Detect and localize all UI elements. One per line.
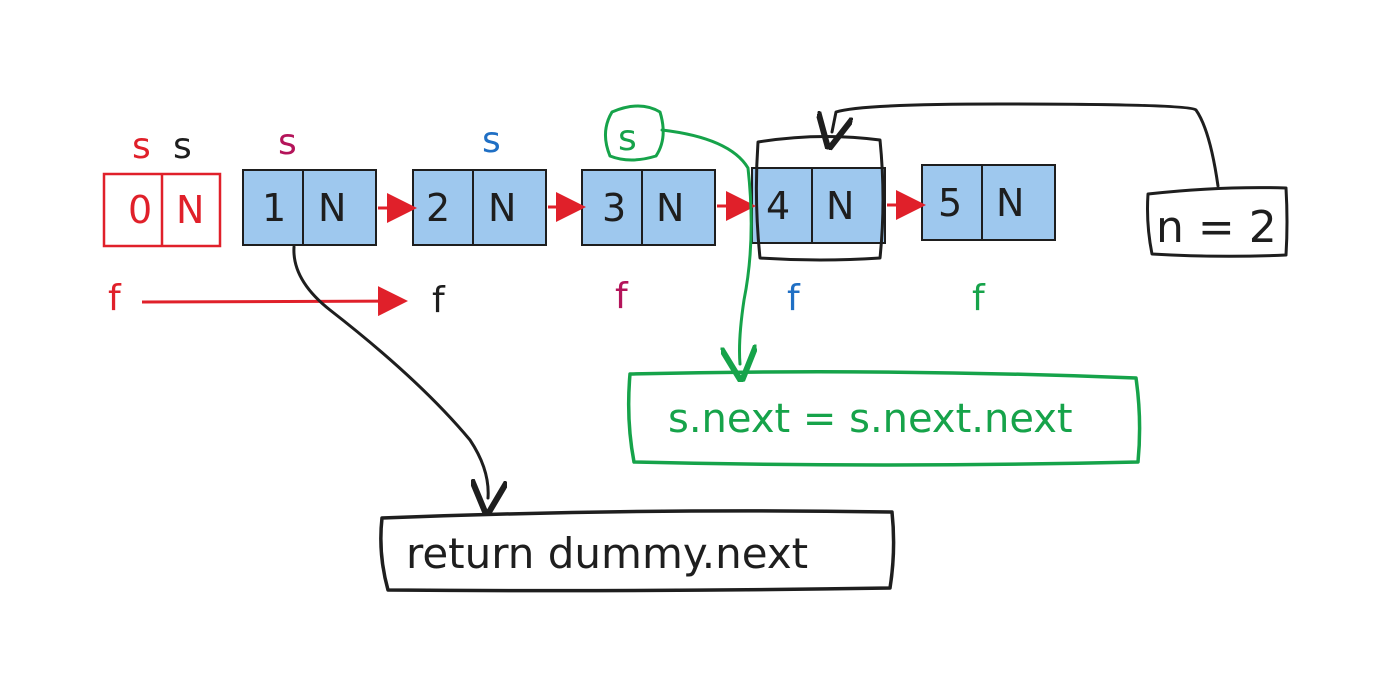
- list-node-1: 1 N: [242, 169, 377, 246]
- code-box-green: s.next = s.next.next: [626, 370, 1142, 467]
- n-label-box: [1146, 186, 1289, 258]
- node-2-next: N: [488, 186, 516, 230]
- node-1-value: 1: [262, 186, 286, 230]
- node-4-next: N: [826, 184, 854, 228]
- s-to-code-arrow: [660, 128, 751, 364]
- list-node-5: 5 N: [921, 164, 1056, 241]
- fast-marker-blue: f: [787, 278, 801, 319]
- node1-to-return-arrow: [292, 245, 488, 498]
- node-3-value: 3: [602, 186, 626, 230]
- dummy-value: 0: [128, 188, 152, 232]
- node-2-value: 2: [426, 186, 450, 230]
- n-label-group: n = 2: [832, 102, 1289, 258]
- dummy-node: 0 N: [102, 172, 222, 248]
- slow-marker-black: s: [173, 126, 192, 167]
- fast-marker-red: f: [108, 278, 122, 319]
- slow-marker-magenta: s: [278, 122, 297, 163]
- node-3-next: N: [656, 186, 684, 230]
- node-4-value: 4: [766, 184, 790, 228]
- list-node-3: 3 N: [581, 169, 716, 246]
- node-5-value: 5: [938, 181, 962, 225]
- return-text: return dummy.next: [406, 529, 808, 578]
- n-to-node4-arrow: [832, 102, 1220, 188]
- return-box-border: [379, 509, 896, 593]
- code-box-green-border: [626, 370, 1142, 467]
- n-label-text: n = 2: [1156, 202, 1277, 253]
- next-arrows: [378, 190, 926, 223]
- slow-marker-circle: [604, 104, 665, 162]
- fast-marker-green: f: [972, 278, 986, 319]
- node-5-next: N: [996, 181, 1024, 225]
- slow-marker-green: s: [618, 118, 637, 159]
- slow-marker-red: s: [132, 126, 151, 167]
- code-green-text: s.next = s.next.next: [668, 396, 1073, 442]
- list-node-2: 2 N: [412, 169, 547, 246]
- fast-move-arrow: [141, 286, 408, 317]
- slow-marker-green-group: s: [604, 104, 665, 162]
- dummy-next: N: [176, 188, 204, 232]
- slow-marker-blue: s: [482, 120, 501, 161]
- fast-marker-black: f: [432, 280, 446, 321]
- fast-marker-magenta: f: [615, 276, 629, 317]
- return-box: return dummy.next: [379, 509, 896, 593]
- node-1-next: N: [318, 186, 346, 230]
- list-node-4: 4 N: [751, 134, 886, 262]
